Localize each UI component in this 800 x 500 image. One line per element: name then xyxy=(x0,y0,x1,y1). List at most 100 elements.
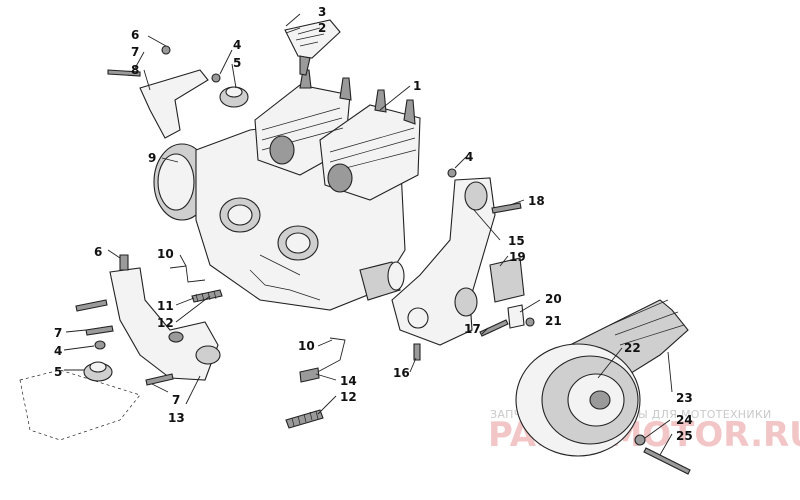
callout-20: 20 xyxy=(545,292,562,306)
callout-15: 15 xyxy=(508,234,525,248)
callouts: 1 2 3 4 4 4 5 5 6 6 7 7 7 8 9 10 10 11 1… xyxy=(54,5,693,443)
bolt-7-lower-b xyxy=(85,325,114,336)
leader-12-lower xyxy=(317,395,337,415)
callout-1: 1 xyxy=(413,79,421,93)
leader-18 xyxy=(509,199,525,206)
leader-15 xyxy=(473,209,501,241)
plate-bushing-top xyxy=(464,181,488,211)
callout-4-lower: 4 xyxy=(54,344,62,358)
lifting-handle xyxy=(284,19,341,76)
drive-clutch-assembly xyxy=(515,299,691,475)
plate-bushing-bottom xyxy=(454,287,478,317)
recoil-cover xyxy=(157,153,195,211)
hose-10-lower xyxy=(311,337,346,376)
clutch-hub xyxy=(589,390,611,410)
leader-22 xyxy=(597,347,623,379)
intake-boot-right-inner xyxy=(285,232,311,254)
exhaust-port-left xyxy=(269,135,295,165)
bolt-18 xyxy=(491,202,522,214)
callout-12-lower: 12 xyxy=(340,390,357,404)
leader-19 xyxy=(499,255,509,267)
engine-assembly xyxy=(153,69,421,311)
callout-2: 2 xyxy=(318,21,326,35)
engine-mount-5-top-cap xyxy=(225,86,243,98)
leader-24 xyxy=(644,419,671,439)
leader-14 xyxy=(315,373,337,381)
bolt-16 xyxy=(413,343,421,361)
lower-bracket-boss xyxy=(195,345,221,365)
callout-25: 25 xyxy=(676,429,693,443)
leader-7-lower-c xyxy=(151,383,169,393)
leader-7-top xyxy=(133,51,145,71)
callout-5-top: 5 xyxy=(233,56,241,70)
bolt-7-top xyxy=(107,69,141,77)
nut-21 xyxy=(525,317,535,327)
leader-9 xyxy=(161,157,179,163)
leader-16 xyxy=(409,357,417,373)
leader-4-lower xyxy=(63,345,95,351)
callout-19: 19 xyxy=(509,250,526,264)
clutch-bolt-25 xyxy=(643,447,691,475)
clamp-14 xyxy=(299,367,320,383)
callout-13: 13 xyxy=(168,411,185,425)
lower-bracket-hole xyxy=(168,331,184,343)
crankcase-detail xyxy=(249,254,321,301)
callout-3: 3 xyxy=(318,5,326,19)
callout-10-upper: 10 xyxy=(157,247,174,261)
bolt-6-lower xyxy=(119,254,129,271)
nut-4-lower xyxy=(94,340,106,350)
callout-7-lower-c: 7 xyxy=(172,393,180,407)
lower-bracket-13 xyxy=(109,267,219,381)
callout-22: 22 xyxy=(624,341,641,355)
callout-6-top: 6 xyxy=(131,28,139,42)
nut-6-top xyxy=(161,45,171,55)
hoses-and-springs xyxy=(169,265,346,429)
spring-12-lower xyxy=(285,409,324,429)
rear-engine-plate xyxy=(391,168,535,361)
drive-belt-teeth xyxy=(609,299,685,346)
spring-12-coils xyxy=(291,410,319,427)
lifting-handle-body xyxy=(284,19,341,59)
leader-2 xyxy=(285,27,301,34)
callout-5-lower: 5 xyxy=(54,365,62,379)
leader-1 xyxy=(379,85,411,111)
front-mount-plate xyxy=(139,69,209,139)
intake-boot-left-inner xyxy=(227,204,253,226)
front-mount-bracket xyxy=(107,45,249,139)
lower-mount-assembly xyxy=(19,254,221,441)
lifting-handle-stem xyxy=(299,55,311,76)
callout-7-lower-a: 7 xyxy=(54,326,62,340)
callout-10-lower: 10 xyxy=(298,339,315,353)
nut-4-top xyxy=(211,73,221,83)
callout-14: 14 xyxy=(340,374,357,388)
cylinder-fins xyxy=(261,107,417,173)
bolt-7-lower-a xyxy=(75,299,108,312)
hose-10-upper xyxy=(169,265,206,283)
plate-hole xyxy=(407,307,429,329)
washer-24 xyxy=(634,434,646,446)
lifting-handle-grip xyxy=(295,27,325,47)
engine-mount-5-lower-cap xyxy=(89,361,107,373)
leader-25 xyxy=(659,433,673,456)
spark-plugs xyxy=(299,69,416,125)
callout-7-top: 7 xyxy=(131,45,139,59)
nut-4-right xyxy=(447,168,457,178)
callout-17: 17 xyxy=(464,322,481,336)
bolt-7-lower-c xyxy=(145,373,174,386)
leader-12-upper xyxy=(175,295,211,323)
leader-5-top xyxy=(231,63,237,89)
leader-10-upper xyxy=(179,254,187,267)
leader-20 xyxy=(519,299,541,313)
chassis-ghost xyxy=(19,369,141,441)
callout-9: 9 xyxy=(148,151,156,165)
callout-6-lower: 6 xyxy=(94,245,102,259)
leader-8 xyxy=(143,69,151,91)
callout-4-top: 4 xyxy=(233,38,241,52)
leader-17 xyxy=(481,327,489,335)
clip-20 xyxy=(507,304,525,329)
leader-4-top xyxy=(219,49,233,75)
leader-4-right xyxy=(454,156,467,169)
leader-6-top xyxy=(147,35,167,47)
callout-23: 23 xyxy=(676,391,693,405)
